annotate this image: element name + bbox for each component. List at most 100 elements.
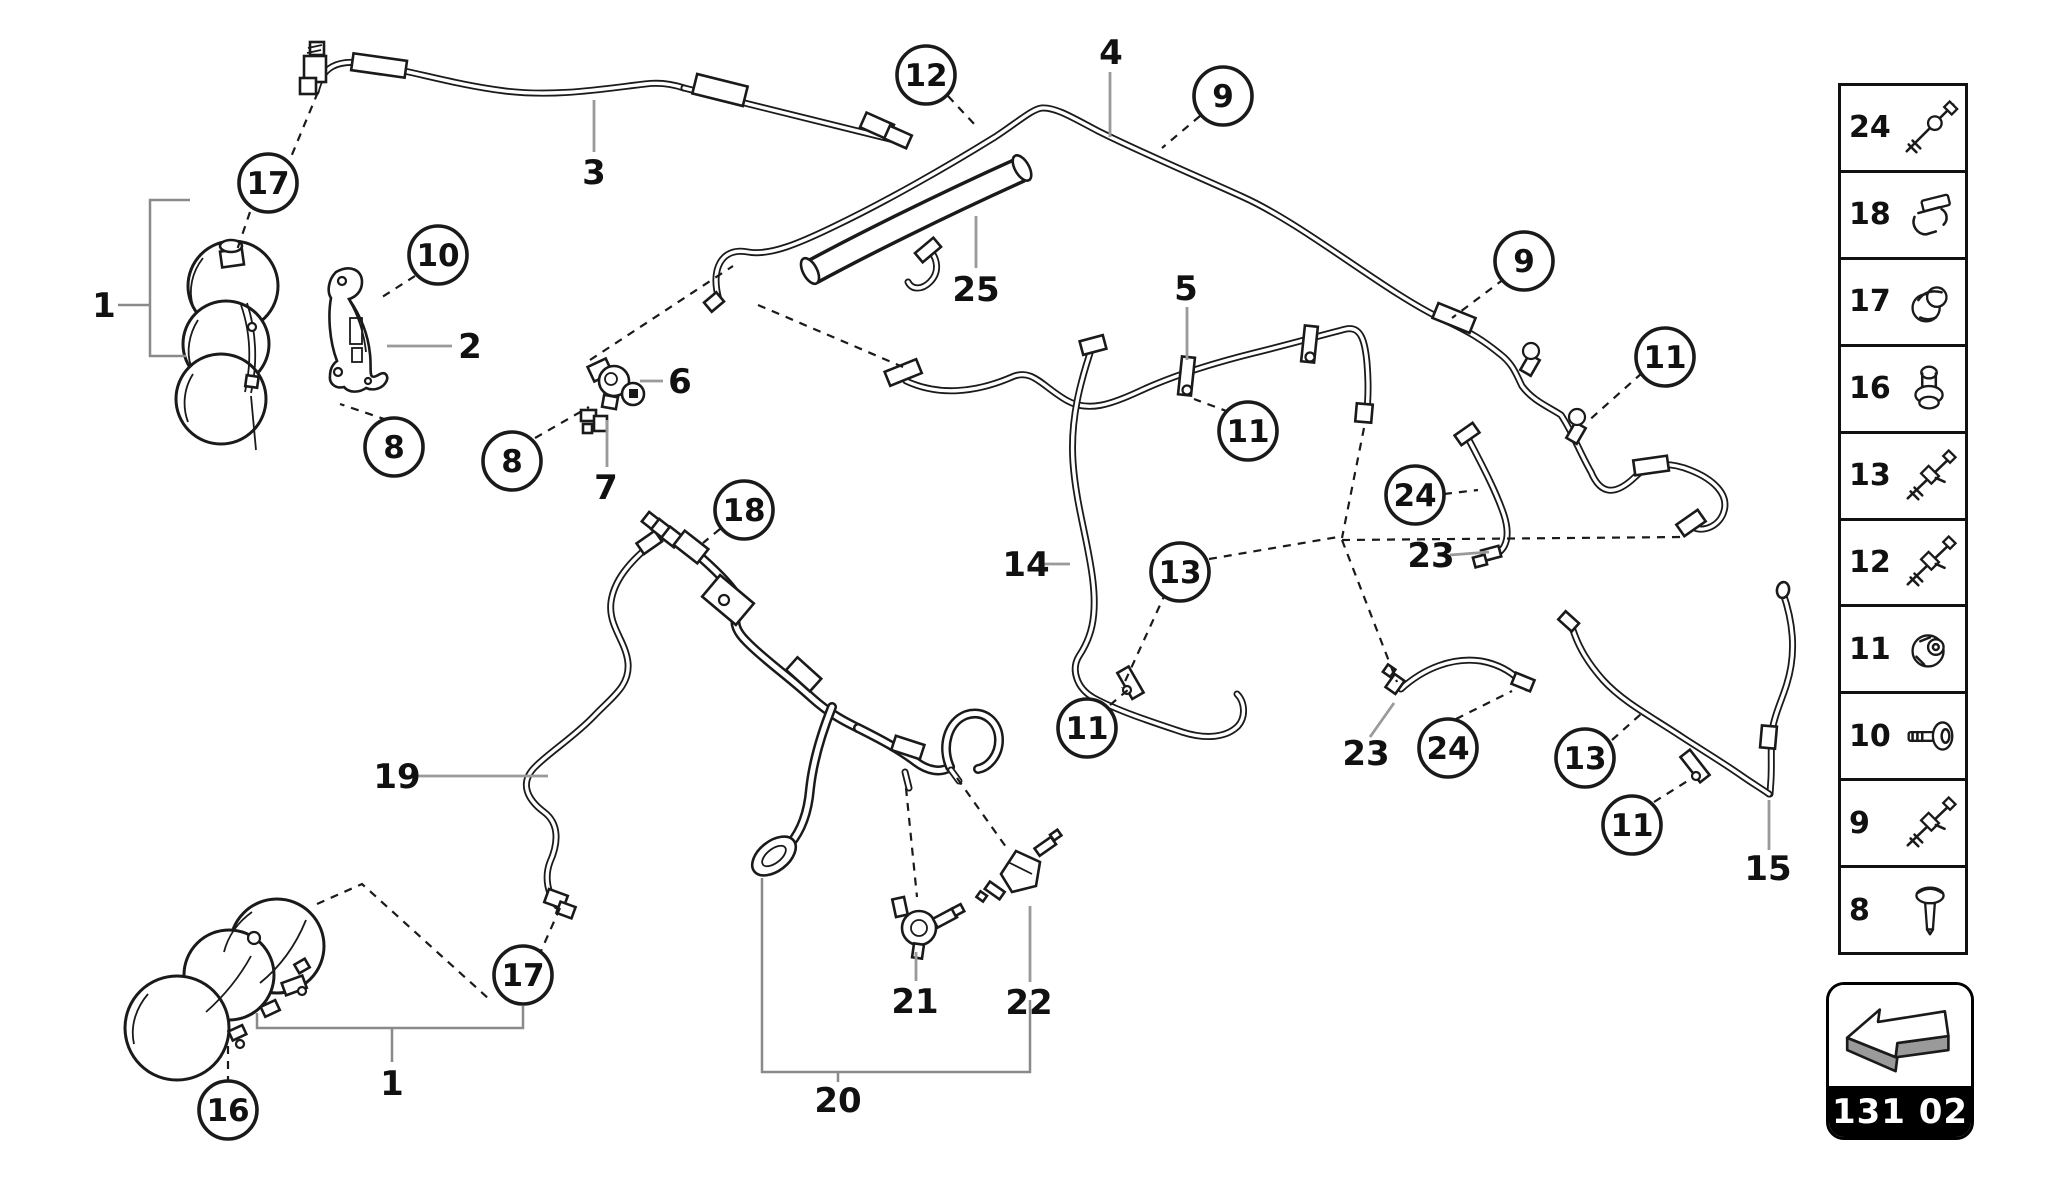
part-label-7: 7 <box>594 468 618 508</box>
part-label-25: 25 <box>952 270 999 310</box>
legend-row-8[interactable]: 8 <box>1841 868 1965 952</box>
molded-hose-25 <box>799 154 1033 286</box>
dome-screw-icon <box>1915 886 1945 936</box>
callout-11-mid[interactable]: 11 <box>1217 400 1279 462</box>
svg-text:17: 17 <box>246 166 289 202</box>
legend-number: 17 <box>1849 284 1891 320</box>
svg-text:11: 11 <box>1065 711 1108 747</box>
legend-row-12[interactable]: 12 <box>1841 521 1965 608</box>
legend-number: 13 <box>1849 458 1891 494</box>
page-back-arrow-icon <box>1829 985 1971 1086</box>
part-label-15: 15 <box>1744 849 1791 889</box>
svg-text:17: 17 <box>501 958 544 994</box>
callout-13-right[interactable]: 13 <box>1554 727 1616 789</box>
group-brackets <box>118 198 1032 1082</box>
check-valve-21 <box>890 895 967 961</box>
part-label-20: 20 <box>814 1081 861 1121</box>
page-code-bar: 131 02 <box>1829 1086 1971 1137</box>
part-label-14: 14 <box>1002 545 1049 585</box>
callout-17-upper[interactable]: 17 <box>237 152 299 214</box>
legend-number: 10 <box>1849 718 1891 754</box>
part-label-1-lower: 1 <box>380 1064 404 1104</box>
dashed-links <box>226 91 1690 1080</box>
callout-10[interactable]: 10 <box>407 224 469 286</box>
legend-row-17[interactable]: 17 <box>1841 260 1965 347</box>
vacuum-hose-3 <box>298 40 914 150</box>
svg-text:13: 13 <box>1158 555 1201 591</box>
push-rivet-icon <box>1914 365 1944 410</box>
callout-11-bottom[interactable]: 11 <box>1601 794 1663 856</box>
svg-text:8: 8 <box>501 444 523 480</box>
svg-text:10: 10 <box>416 238 459 274</box>
svg-text:24: 24 <box>1393 478 1436 514</box>
part-label-4: 4 <box>1099 33 1123 73</box>
part-label-1-upper: 1 <box>92 286 116 326</box>
svg-text:12: 12 <box>904 58 947 94</box>
callout-24-lower[interactable]: 24 <box>1417 717 1479 779</box>
callout-12[interactable]: 12 <box>895 44 957 106</box>
callout-11-right[interactable]: 11 <box>1634 326 1696 388</box>
svg-text:9: 9 <box>1513 244 1535 280</box>
part-label-3: 3 <box>582 153 606 193</box>
part-label-23-upper: 23 <box>1407 536 1454 576</box>
legend-row-18[interactable]: 18 <box>1841 173 1965 260</box>
callout-8-left[interactable]: 8 <box>363 416 425 478</box>
part-label-21: 21 <box>891 982 938 1022</box>
parts-legend: 24 18 17 16 13 12 <box>1838 83 1968 955</box>
hook-fitting <box>904 235 943 292</box>
legend-number: 16 <box>1849 371 1891 407</box>
legend-number: 12 <box>1849 544 1891 580</box>
part-label-22: 22 <box>1005 983 1052 1023</box>
part-label-23-lower: 23 <box>1342 734 1389 774</box>
round-nut-icon <box>1911 634 1945 668</box>
svg-text:9: 9 <box>1212 79 1234 115</box>
callout-16[interactable]: 16 <box>197 1079 259 1141</box>
legend-number: 8 <box>1849 892 1870 928</box>
valve-22 <box>974 827 1064 904</box>
page-code-box[interactable]: 131 02 <box>1826 982 1974 1140</box>
callout-18[interactable]: 18 <box>713 479 775 541</box>
svg-text:13: 13 <box>1563 741 1606 777</box>
callout-24-upper[interactable]: 24 <box>1384 464 1446 526</box>
vacuum-tank-upper <box>174 238 280 451</box>
hose-valve-rod-icon <box>1906 535 1957 587</box>
legend-row-10[interactable]: 10 <box>1841 694 1965 782</box>
legend-row-16[interactable]: 16 <box>1841 347 1965 434</box>
svg-text:16: 16 <box>206 1093 249 1129</box>
svg-text:11: 11 <box>1226 414 1269 450</box>
legend-row-24[interactable]: 24 <box>1841 86 1965 173</box>
svg-text:11: 11 <box>1643 340 1686 376</box>
legend-number: 9 <box>1849 805 1870 841</box>
legend-row-11[interactable]: 11 <box>1841 607 1965 695</box>
hose-valve-rod-icon <box>1906 448 1957 501</box>
part-label-19: 19 <box>373 757 420 797</box>
rubber-grommet-icon <box>1911 286 1948 323</box>
svg-text:8: 8 <box>383 430 405 466</box>
vacuum-hose-19 <box>523 528 664 921</box>
vacuum-line-4 <box>702 104 1729 539</box>
vacuum-hose-23-lower <box>1381 656 1537 696</box>
hose-assembly-20 <box>639 510 1004 877</box>
legend-row-9[interactable]: 9 <box>1841 781 1965 869</box>
leader-lines <box>387 72 1771 982</box>
legend-number: 24 <box>1849 110 1891 146</box>
vacuum-hose-5 <box>882 324 1375 425</box>
callout-9-right[interactable]: 9 <box>1493 230 1555 292</box>
legend-number: 11 <box>1849 631 1891 667</box>
callout-9-left[interactable]: 9 <box>1192 65 1254 127</box>
callout-17-lower[interactable]: 17 <box>492 944 554 1006</box>
svg-text:18: 18 <box>722 493 765 529</box>
part-label-2: 2 <box>458 327 482 367</box>
callout-11-lower[interactable]: 11 <box>1056 697 1118 759</box>
callout-13-mid[interactable]: 13 <box>1149 541 1211 603</box>
callout-8-right[interactable]: 8 <box>481 430 543 492</box>
svg-text:11: 11 <box>1610 808 1653 844</box>
clip-clamp-icon <box>1912 193 1951 236</box>
callouts: 17 10 8 8 12 9 9 11 11 18 13 24 11 24 13… <box>197 44 1696 1141</box>
vacuum-tank-lower <box>123 897 326 1082</box>
legend-row-13[interactable]: 13 <box>1841 434 1965 521</box>
sensor-7 <box>579 408 609 435</box>
long-screw-fitting-icon <box>1905 100 1959 154</box>
